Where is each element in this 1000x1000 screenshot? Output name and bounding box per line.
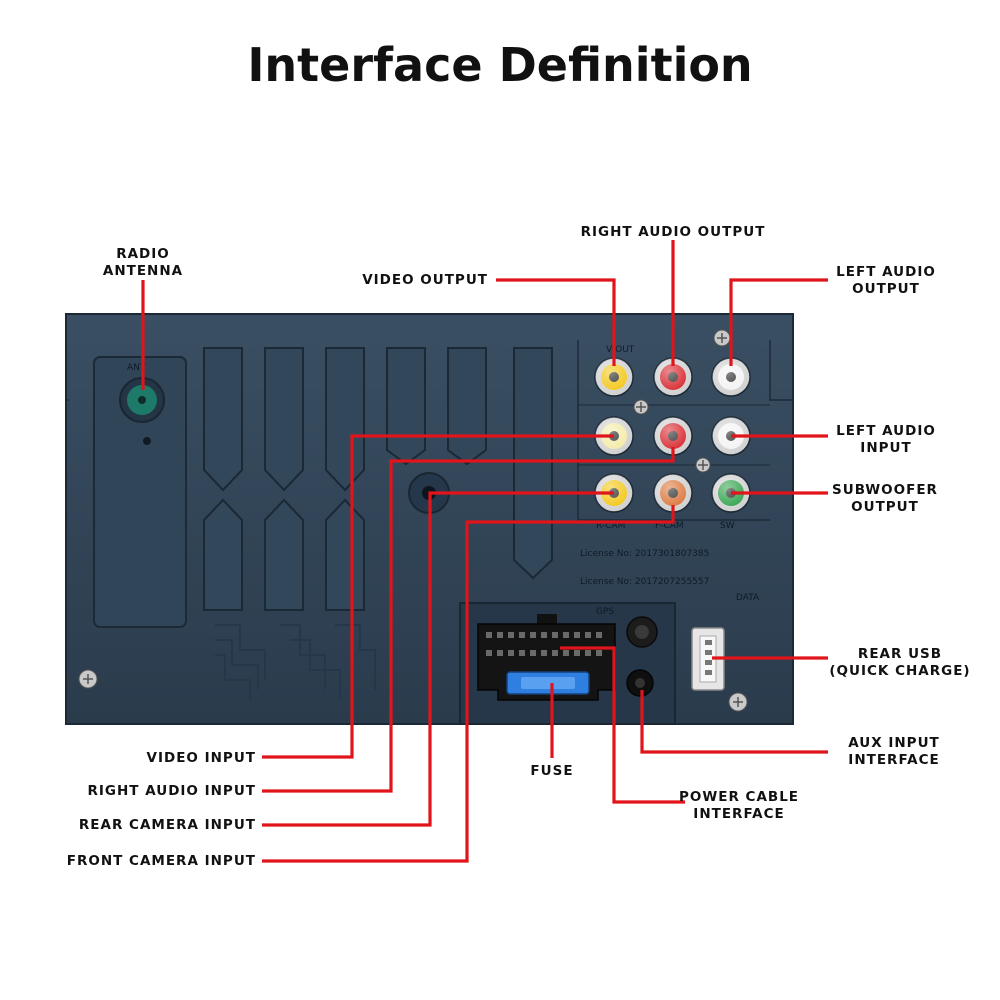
svg-text:SW: SW (720, 521, 735, 531)
label-video-output: VIDEO OUTPUT (362, 272, 488, 288)
label-video-input: VIDEO INPUT (146, 750, 256, 766)
usb-port (691, 627, 725, 691)
label-power-cable: POWER CABLE INTERFACE (670, 789, 808, 823)
label-radio-antenna: RADIO ANTENNA (88, 246, 198, 280)
label-left-audio-output-line2: OUTPUT (852, 281, 920, 297)
svg-text:V-OUT: V-OUT (606, 345, 635, 355)
power-connector-area: GPS (459, 602, 676, 725)
label-left-audio-output: LEFT AUDIO OUTPUT (826, 264, 946, 298)
label-aux-input-line2: INTERFACE (848, 752, 940, 768)
page-title: Interface Definition (247, 38, 753, 92)
label-power-cable-line1: POWER CABLE (678, 789, 800, 805)
label-subwoofer-output-line2: OUTPUT (851, 499, 919, 515)
label-rear-usb: REAR USB (QUICK CHARGE) (826, 646, 974, 680)
label-radio-antenna-line2: ANTENNA (102, 263, 184, 279)
label-subwoofer-output-line1: SUBWOOFER (832, 482, 938, 498)
leader-lines (141, 240, 828, 863)
svg-text:License No: 2017301807385: License No: 2017301807385 (580, 549, 709, 559)
rca-video-output (594, 357, 634, 397)
label-right-audio-input: RIGHT AUDIO INPUT (87, 783, 256, 799)
label-subwoofer-output: SUBWOOFER OUTPUT (822, 482, 948, 516)
label-rear-usb-line2: (QUICK CHARGE) (829, 663, 971, 679)
antenna-plate: ANT (93, 356, 187, 628)
rca-left-audio-output (711, 357, 751, 397)
label-left-audio-input: LEFT AUDIO INPUT (826, 423, 946, 457)
svg-text:DATA: DATA (736, 593, 760, 603)
label-right-audio-output: RIGHT AUDIO OUTPUT (580, 224, 766, 240)
rca-block: V-OUT R-CAM F-CAM SW License No: 2017301… (577, 340, 770, 603)
svg-text:License No: 2017207255557: License No: 2017207255557 (580, 577, 709, 587)
rca-right-audio-output (653, 357, 693, 397)
svg-text:ANT: ANT (127, 363, 146, 373)
label-rear-usb-line1: REAR USB (857, 646, 943, 662)
rca-front-camera-input (653, 473, 693, 513)
label-rear-camera-input: REAR CAMERA INPUT (78, 817, 256, 833)
svg-text:F-CAM: F-CAM (655, 521, 684, 531)
label-aux-input: AUX INPUT INTERFACE (832, 735, 956, 769)
label-left-audio-output-line1: LEFT AUDIO (836, 264, 936, 280)
label-left-audio-input-line1: LEFT AUDIO (836, 423, 936, 439)
label-power-cable-line2: INTERFACE (693, 806, 785, 822)
screw-icons (78, 329, 748, 712)
label-fuse: FUSE (530, 763, 574, 779)
label-radio-antenna-line1: RADIO (116, 246, 170, 262)
label-front-camera-input: FRONT CAMERA INPUT (66, 853, 256, 869)
label-left-audio-input-line2: INPUT (860, 440, 912, 456)
rca-right-audio-input (653, 416, 693, 456)
svg-text:GPS: GPS (596, 607, 614, 617)
svg-text:R-CAM: R-CAM (596, 521, 625, 531)
label-aux-input-line1: AUX INPUT (848, 735, 940, 751)
